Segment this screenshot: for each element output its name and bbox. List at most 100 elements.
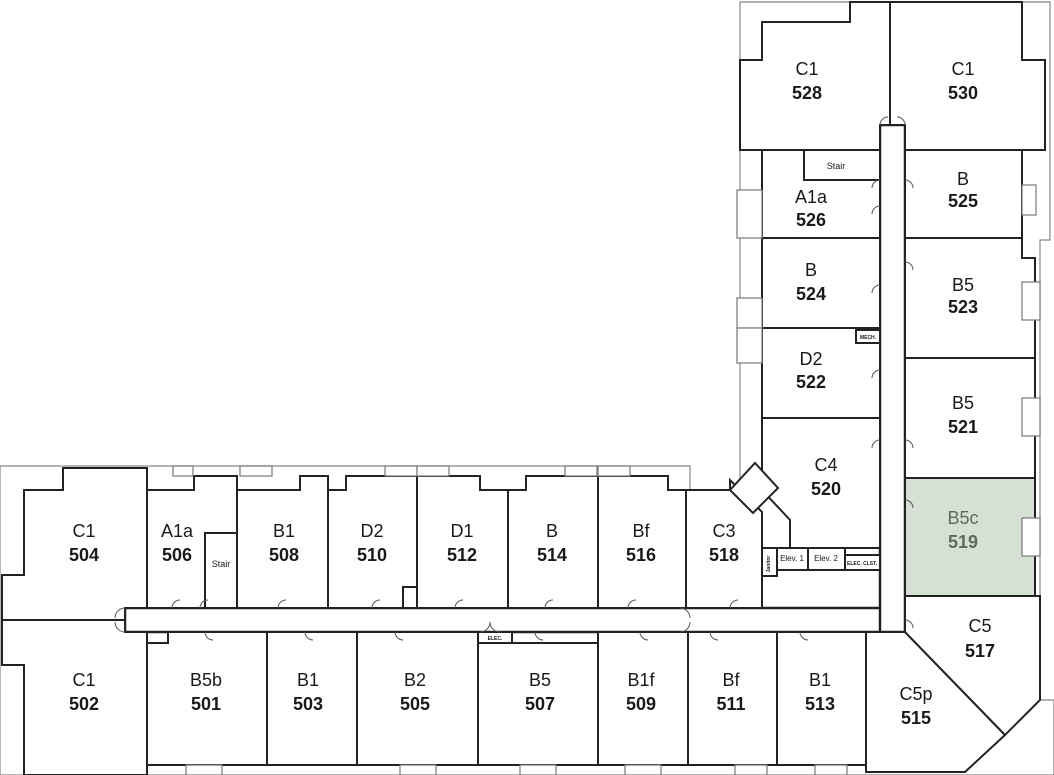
unit-number: 516 bbox=[626, 545, 656, 565]
mech-room bbox=[855, 329, 881, 344]
unit-type: A1a bbox=[161, 521, 194, 541]
unit-number: 510 bbox=[357, 545, 387, 565]
unit-524[interactable] bbox=[761, 237, 881, 329]
unit-type: C5 bbox=[968, 616, 991, 636]
unit-number: 526 bbox=[796, 210, 826, 230]
unit-type: C1 bbox=[795, 59, 818, 79]
unit-number: 521 bbox=[948, 417, 978, 437]
janitor-closet bbox=[761, 547, 778, 577]
unit-type: C1 bbox=[72, 670, 95, 690]
unit-number: 507 bbox=[525, 694, 555, 714]
unit-type: A1a bbox=[795, 187, 828, 207]
unit-type: D2 bbox=[360, 521, 383, 541]
unit-type: Bf bbox=[632, 521, 650, 541]
unit-number: 522 bbox=[796, 372, 826, 392]
shaft-small bbox=[402, 586, 418, 609]
elec-label: ELEC. bbox=[488, 636, 503, 642]
unit-514-label: B 514 bbox=[537, 521, 567, 565]
stair-top-label: Stair bbox=[827, 161, 846, 171]
unit-number: 503 bbox=[293, 694, 323, 714]
unit-number: 506 bbox=[162, 545, 192, 565]
elec-room bbox=[477, 631, 513, 644]
unit-number: 505 bbox=[400, 694, 430, 714]
unit-508[interactable] bbox=[236, 475, 329, 609]
unit-514[interactable] bbox=[507, 475, 599, 609]
unit-516-label: Bf 516 bbox=[626, 521, 656, 565]
unit-type: D1 bbox=[450, 521, 473, 541]
corridor-horizontal bbox=[123, 606, 907, 634]
unit-512[interactable] bbox=[416, 475, 509, 609]
unit-type: B bbox=[805, 260, 817, 280]
unit-number: 523 bbox=[948, 297, 978, 317]
unit-number: 518 bbox=[709, 545, 739, 565]
unit-number: 501 bbox=[191, 694, 221, 714]
unit-type: B1 bbox=[297, 670, 319, 690]
unit-type: B5 bbox=[952, 275, 974, 295]
unit-type: B1f bbox=[627, 670, 655, 690]
unit-number: 528 bbox=[792, 83, 822, 103]
unit-type: B5c bbox=[947, 508, 978, 528]
unit-type: C5p bbox=[899, 684, 932, 704]
unit-type: D2 bbox=[799, 349, 822, 369]
unit-number: 514 bbox=[537, 545, 567, 565]
unit-type: B bbox=[957, 169, 969, 189]
unit-type: C1 bbox=[72, 521, 95, 541]
unit-number: 524 bbox=[796, 284, 826, 304]
unit-type: B1 bbox=[809, 670, 831, 690]
elevator-2-label: Elev. 2 bbox=[814, 554, 838, 563]
unit-type: B5 bbox=[529, 670, 551, 690]
stair-left-label: Stair bbox=[212, 559, 231, 569]
unit-number: 520 bbox=[811, 479, 841, 499]
stair-diamond bbox=[728, 461, 780, 515]
unit-number: 508 bbox=[269, 545, 299, 565]
unit-number: 512 bbox=[447, 545, 477, 565]
unit-number: 502 bbox=[69, 694, 99, 714]
unit-number: 504 bbox=[69, 545, 99, 565]
electrical-closet-label: ELEC. CLST. bbox=[847, 561, 878, 567]
unit-502[interactable] bbox=[1, 619, 148, 775]
unit-type: B2 bbox=[404, 670, 426, 690]
unit-type: B5 bbox=[952, 393, 974, 413]
unit-number: 517 bbox=[965, 641, 995, 661]
unit-type: C4 bbox=[814, 455, 837, 475]
unit-515[interactable] bbox=[865, 631, 1007, 773]
unit-number: 509 bbox=[626, 694, 656, 714]
unit-number: 519 bbox=[948, 532, 978, 552]
mech-label: MECH. bbox=[860, 335, 877, 341]
windows bbox=[172, 184, 1041, 775]
unit-type: B bbox=[546, 521, 558, 541]
stair-top bbox=[803, 149, 881, 181]
unit-type: B5b bbox=[190, 670, 222, 690]
janitor-label: Janitor bbox=[766, 556, 772, 573]
unit-type: C3 bbox=[712, 521, 735, 541]
unit-number: 515 bbox=[901, 708, 931, 728]
unit-530[interactable] bbox=[889, 1, 1046, 151]
unit-516[interactable] bbox=[597, 475, 687, 609]
unit-504[interactable] bbox=[1, 467, 148, 621]
door-swings bbox=[114, 116, 914, 641]
unit-type: C1 bbox=[951, 59, 974, 79]
unit-number: 513 bbox=[805, 694, 835, 714]
